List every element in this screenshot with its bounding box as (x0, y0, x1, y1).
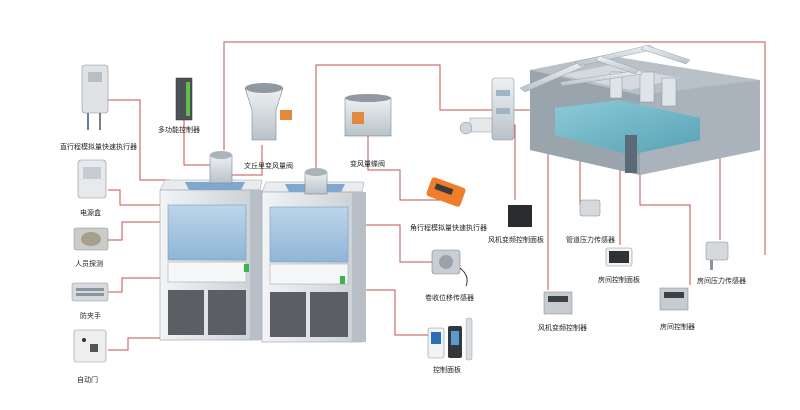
venturi-valve-icon (244, 83, 292, 141)
room-panel-icon (605, 247, 633, 267)
fan-vfd-panel-icon (508, 205, 532, 227)
presence-sensor-icon (73, 227, 109, 251)
label-venturi-valve: 文丘里变风量阀 (244, 162, 293, 170)
label-duct-pressure-sensor: 管道压力传感器 (566, 236, 615, 244)
auto-door-icon (73, 329, 107, 363)
label-fan-vfd-panel: 风机变频控制面板 (488, 236, 544, 244)
label-room-controller: 房间控制器 (660, 323, 695, 331)
hood-valve-right (304, 168, 328, 195)
label-sash-sensor: 卷收位移传感器 (425, 294, 474, 302)
angular-actuator-icon (426, 177, 466, 207)
fume-hood-right (261, 181, 366, 343)
label-presence-sensor: 人员探测 (75, 260, 103, 268)
hood-valve-left (209, 151, 233, 184)
fume-hood-left (159, 179, 264, 341)
label-power-box: 电源盒 (80, 209, 101, 217)
sash-sensor-icon (431, 249, 468, 287)
label-auto-door: 自动门 (77, 376, 98, 384)
label-vav-butterfly: 变风量蝶阀 (350, 160, 385, 168)
scrubber-tower (459, 77, 515, 141)
ductwork (519, 44, 691, 93)
vav-butterfly-icon (344, 94, 392, 137)
label-linear-actuator: 直行程模拟量快速执行器 (60, 143, 137, 151)
multi-controller-icon (175, 77, 193, 121)
fan-vfd-controller-icon (543, 291, 573, 315)
linear-actuator-icon (81, 64, 109, 130)
label-angular-actuator: 角行程模拟量快速执行器 (410, 224, 487, 232)
label-multi-controller: 多功能控制器 (158, 126, 200, 134)
label-room-panel: 房间控制面板 (598, 276, 640, 284)
duct-pressure-sensor-icon (579, 199, 601, 217)
label-anti-pinch: 防夹手 (80, 312, 101, 320)
control-panel-icon (427, 317, 473, 361)
label-control-panel: 控制面板 (433, 366, 461, 374)
anti-pinch-icon (71, 282, 109, 302)
lab-room-3d (530, 55, 760, 175)
label-fan-vfd-controller: 风机变频控制器 (538, 324, 587, 332)
room-pressure-sensor-icon (705, 241, 729, 270)
room-controller-icon (659, 287, 689, 311)
power-box-icon (77, 159, 107, 199)
label-room-pressure-sensor: 房间压力传感器 (697, 277, 746, 285)
